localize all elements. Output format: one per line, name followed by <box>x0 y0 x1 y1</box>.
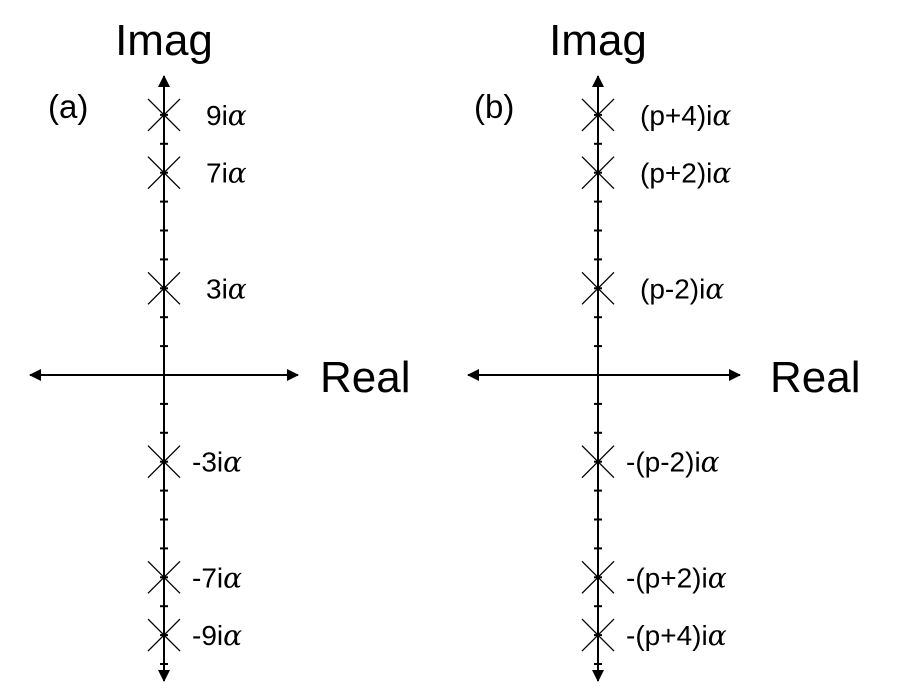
pole-label: -7iα <box>192 561 242 594</box>
imaginary-axis-ticks <box>160 85 168 665</box>
imag-axis-label: Imag <box>549 16 647 65</box>
pole-marker-icon <box>581 156 615 190</box>
pole-label: -(p+2)iα <box>626 561 727 594</box>
pole-marker-icon <box>581 560 615 594</box>
real-axis-label: Real <box>320 353 411 402</box>
panel-b: Imag (b) Real (p+4)iα (p+2)iα (p-2)iα -(p-2… <box>467 16 861 682</box>
pole-label: -(p-2)iα <box>626 446 720 479</box>
pole-marker-icon <box>147 156 181 190</box>
panel-label: (a) <box>48 88 88 125</box>
pole-marker-icon <box>581 98 615 132</box>
poles: (p+4)iα (p+2)iα (p-2)iα -(p-2)iα -(p+2)iα -(p… <box>581 98 731 652</box>
pole-marker-icon <box>147 271 181 305</box>
real-axis-label: Real <box>770 353 861 402</box>
pole-marker-icon <box>147 98 181 132</box>
pole-label: 3iα <box>206 272 247 305</box>
pole-marker-icon <box>581 271 615 305</box>
pole-marker-icon <box>147 445 181 479</box>
pole-label: -9iα <box>192 619 242 652</box>
pole-marker-icon <box>581 445 615 479</box>
pole-marker-icon <box>147 618 181 652</box>
poles: 9iα 7iα 3iα -3iα -7iα -9iα <box>147 98 247 652</box>
pole-label: 9iα <box>206 99 247 132</box>
pole-label: -3iα <box>192 446 242 479</box>
panel-label: (b) <box>474 88 514 125</box>
pole-label: 7iα <box>206 157 247 190</box>
pole-label: (p-2)iα <box>640 272 724 305</box>
pole-label: (p+4)iα <box>640 99 731 132</box>
pole-label: -(p+4)iα <box>626 619 727 652</box>
panel-a: Imag (a) Real 9iα 7iα 3iα -3iα -7iα -9iα <box>29 16 411 682</box>
pole-marker-icon <box>147 560 181 594</box>
imag-axis-label: Imag <box>115 16 213 65</box>
pole-marker-icon <box>581 618 615 652</box>
pole-label: (p+2)iα <box>640 157 731 190</box>
